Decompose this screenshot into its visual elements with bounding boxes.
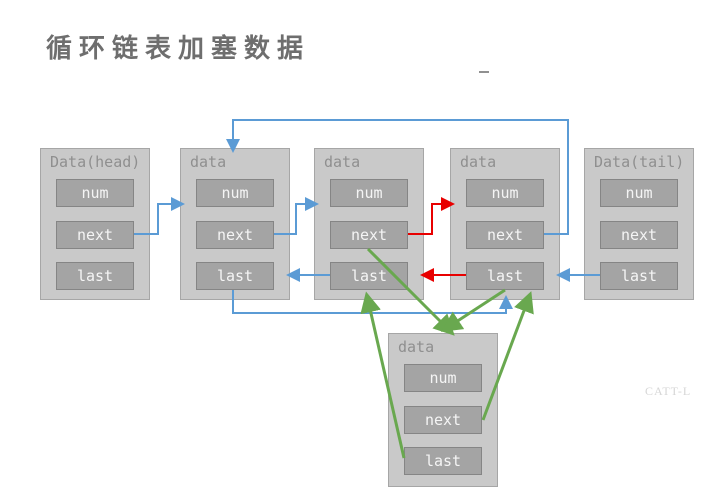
- dash-mark: [479, 71, 489, 73]
- field-last: last: [330, 262, 408, 290]
- node-inserted: data num next last: [388, 333, 498, 487]
- field-last: last: [466, 262, 544, 290]
- page-title: 循环链表加塞数据: [46, 34, 311, 64]
- node-label: Data(tail): [594, 153, 685, 171]
- node-label: data: [398, 338, 435, 356]
- node-label: data: [324, 153, 361, 171]
- node-label: data: [460, 153, 497, 171]
- field-last: last: [404, 447, 482, 475]
- field-num: num: [56, 179, 134, 207]
- node-tail: Data(tail) num next last: [584, 148, 694, 300]
- field-num: num: [404, 364, 482, 392]
- node-4: data num next last: [450, 148, 560, 300]
- field-next: next: [404, 406, 482, 434]
- field-last: last: [56, 262, 134, 290]
- field-num: num: [196, 179, 274, 207]
- node-3: data num next last: [314, 148, 424, 300]
- field-next: next: [466, 221, 544, 249]
- watermark: CATT-L: [645, 384, 692, 398]
- field-last: last: [600, 262, 678, 290]
- node-label: data: [190, 153, 227, 171]
- field-next: next: [196, 221, 274, 249]
- field-num: num: [600, 179, 678, 207]
- field-next: next: [56, 221, 134, 249]
- node-label: Data(head): [50, 153, 141, 171]
- node-2: data num next last: [180, 148, 290, 300]
- field-next: next: [330, 221, 408, 249]
- field-last: last: [196, 262, 274, 290]
- field-num: num: [330, 179, 408, 207]
- field-num: num: [466, 179, 544, 207]
- node-head: Data(head) num next last: [40, 148, 150, 300]
- field-next: next: [600, 221, 678, 249]
